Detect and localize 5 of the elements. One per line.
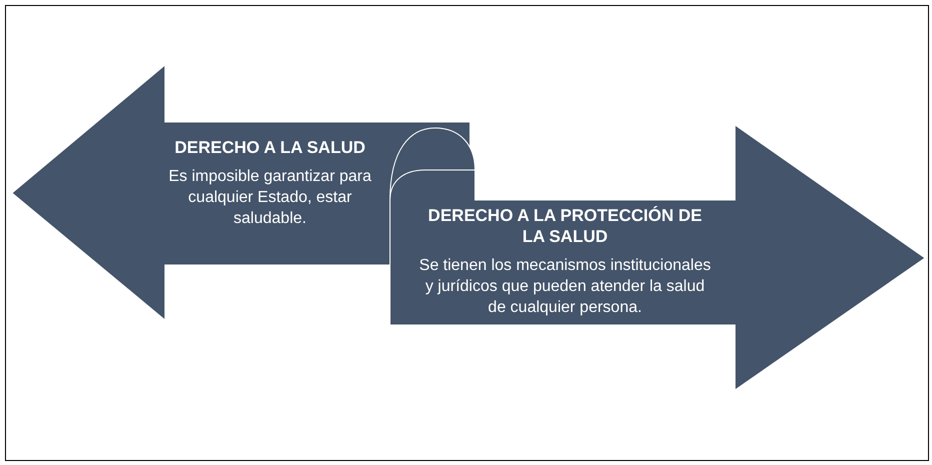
arrow-heading: DERECHO A LA SALUD <box>174 137 366 158</box>
arrow-description: Es imposible garantizar para cualquier Estado, estar saludable. <box>168 167 372 229</box>
arrow-description: Se tienen los mecanismos institucionales y jurídicos que pueden atender la salud de cualquier persona. <box>418 256 712 318</box>
arrow-heading: DERECHO A LA PROTECCIÓN DE LA SALUD <box>427 205 703 247</box>
right-arrow-shape <box>390 125 925 390</box>
